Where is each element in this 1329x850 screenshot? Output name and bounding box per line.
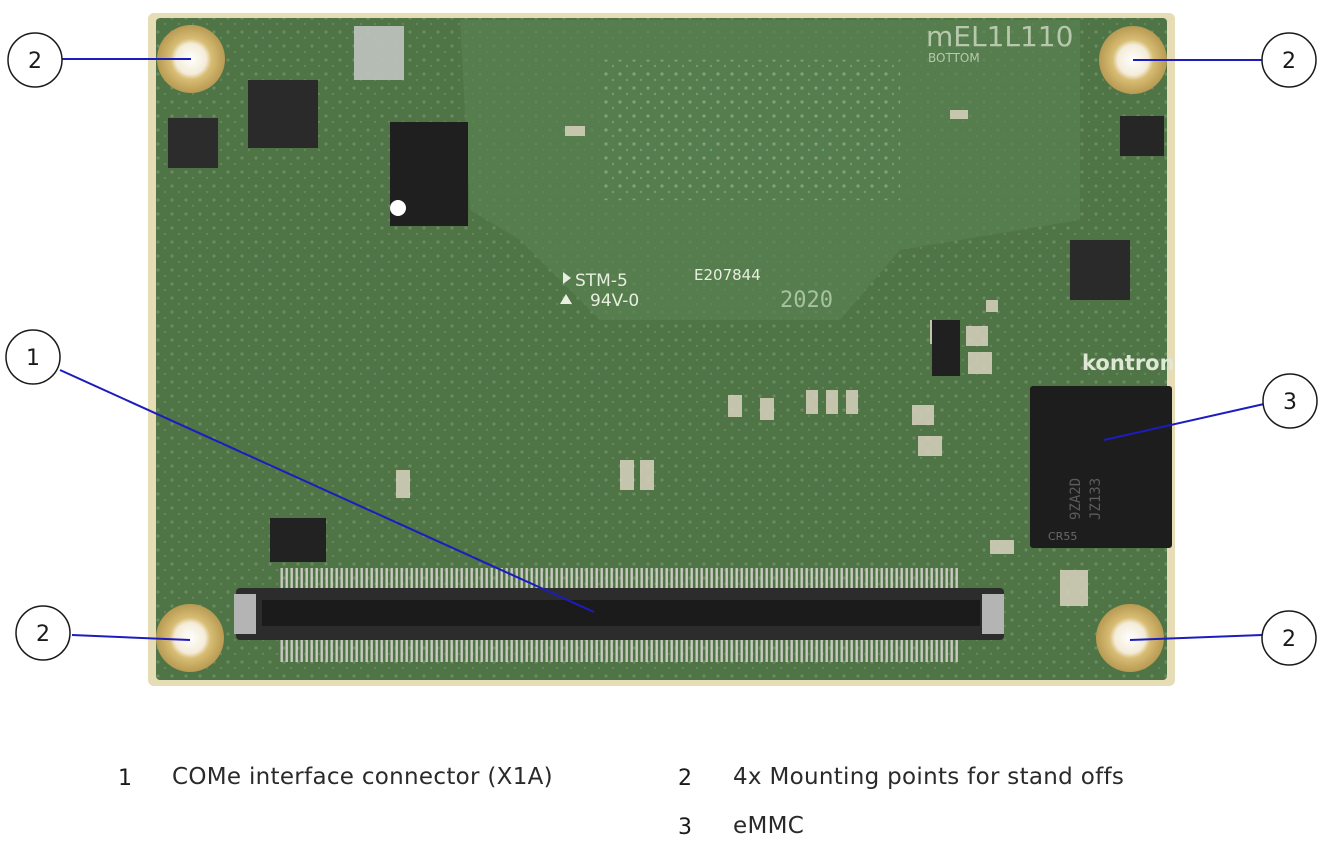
- board-side-text: BOTTOM: [928, 51, 980, 65]
- callout-number: 1: [26, 346, 40, 371]
- legend-label: eMMC: [733, 813, 805, 839]
- callout-number: 2: [36, 622, 50, 647]
- stm-text: STM-5: [575, 271, 628, 291]
- callout-circle: [7, 32, 63, 88]
- legend-number: 3: [678, 815, 692, 840]
- ic-chip: [248, 80, 318, 148]
- emmc-marking: JZ133: [1088, 478, 1104, 520]
- board-model-text: mEL1L110: [926, 20, 1073, 53]
- legend-number: 1: [118, 766, 132, 791]
- callout-circle: [15, 605, 71, 661]
- callout-number: 2: [1282, 49, 1296, 74]
- callout-circle: [1261, 32, 1317, 88]
- ic-chip: [270, 518, 326, 562]
- brand-logo: kontron: [1082, 351, 1175, 375]
- ic-chip: [168, 118, 218, 168]
- shield-square: [354, 26, 404, 80]
- callout-circle: [5, 329, 61, 385]
- callout-number: 2: [28, 49, 42, 74]
- callout-circle: [1262, 373, 1318, 429]
- ic-chip: [1120, 116, 1164, 156]
- emmc-chip: [1030, 386, 1172, 548]
- mounting-pad: [1096, 604, 1164, 672]
- leader-line: [1129, 634, 1263, 641]
- mounting-pad: [156, 604, 224, 672]
- legend-number: 2: [678, 766, 692, 791]
- ic-chip: [1070, 240, 1130, 300]
- emmc-marking: 9ZA2D: [1068, 478, 1084, 520]
- board-diagram: 9ZA2D JZ133 CR55 mEL1L110 BOTTOM STM-5 9…: [5, 13, 1318, 686]
- year-text: 2020: [780, 288, 833, 313]
- callout-number: 2: [1282, 627, 1296, 652]
- legend-label: 4x Mounting points for stand offs: [733, 764, 1125, 790]
- leader-line: [59, 369, 595, 613]
- callout-number: 3: [1283, 390, 1297, 415]
- come-connector: [234, 568, 1004, 662]
- legend-label: COMe interface connector (X1A): [172, 764, 553, 790]
- ul-rating-text: 94V-0: [590, 291, 639, 311]
- callout-circle: [1261, 610, 1317, 666]
- cert-text: E207844: [694, 266, 761, 284]
- emmc-marking: CR55: [1048, 530, 1077, 543]
- leader-line: [1103, 403, 1265, 441]
- leader-line: [71, 634, 191, 641]
